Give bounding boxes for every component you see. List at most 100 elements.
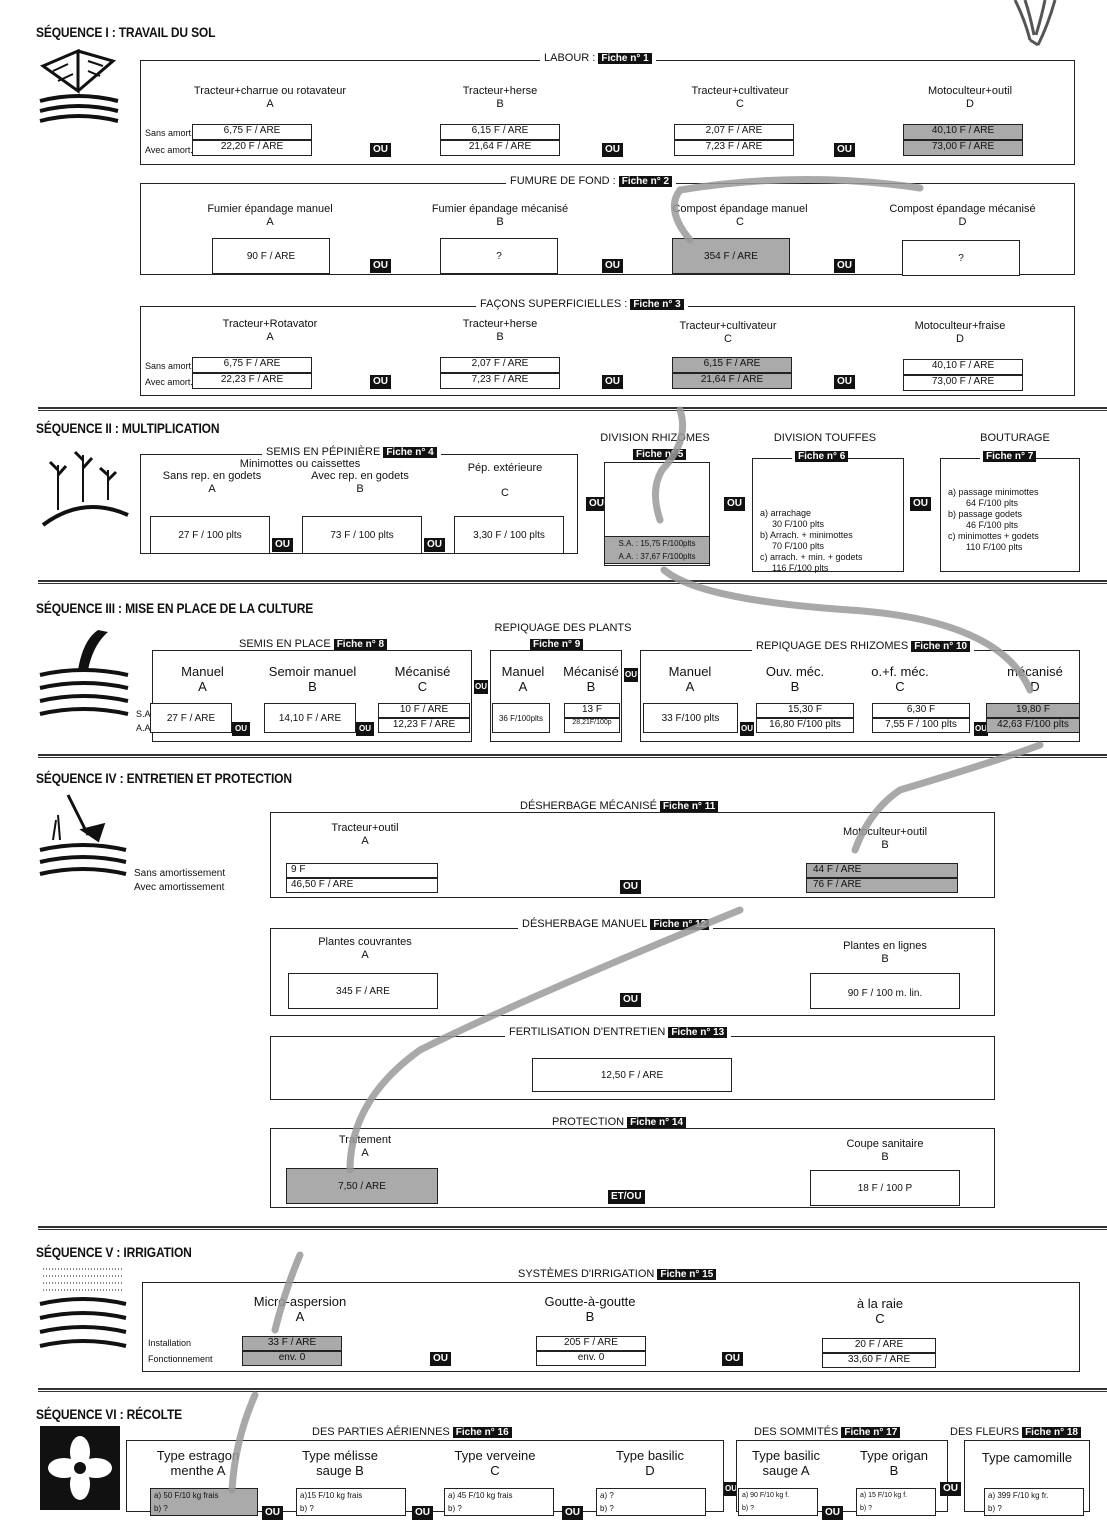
- facons-b-v2: 7,23 F / ARE: [440, 373, 560, 389]
- facons-d-v2: 73,00 F / ARE: [903, 375, 1023, 391]
- irrigation-c-v2: 33,60 F / ARE: [822, 1353, 936, 1368]
- ou-badge: OU: [620, 880, 641, 894]
- sa-label: S.A.: [136, 709, 154, 719]
- rhizomes-fiche: Fiche n° 5: [630, 448, 687, 460]
- fumure-c-value: 354 F / ARE: [672, 238, 790, 274]
- desherbage-mecanise-b-v2: 76 F / ARE: [806, 878, 958, 893]
- ou-badge: OU: [370, 143, 391, 157]
- semis-a-value: 27 F / 100 plts: [150, 516, 270, 554]
- ou-badge: OU: [232, 722, 250, 736]
- seq6-title: SÉQUENCE VI : RÉCOLTE: [36, 1406, 183, 1422]
- seedling-icon: [41, 450, 129, 527]
- facons-row2-label: Avec amort.: [145, 377, 193, 387]
- seq3-title: SÉQUENCE III : MISE EN PLACE DE LA CULTU…: [36, 600, 314, 616]
- repiquage-rhizomes-d-v1: 19,80 F: [986, 703, 1080, 718]
- seq1-title: SÉQUENCE I : TRAVAIL DU SOL: [36, 24, 216, 40]
- irrigation-a-v1: 33 F / ARE: [242, 1336, 342, 1351]
- hoe-icon: [39, 794, 127, 876]
- bouturage-title: BOUTURAGE: [980, 432, 1050, 444]
- ou-badge: OU: [412, 1506, 433, 1520]
- ou-badge: OU: [602, 375, 623, 389]
- planting-icon: [39, 630, 129, 716]
- repiquage-rhizomes-b-v2: 16,80 F/100 plts: [756, 718, 854, 733]
- semis-c-value: 3,30 F / 100 plts: [454, 516, 564, 554]
- ou-badge: OU: [356, 722, 374, 736]
- labour-b-v2: 21,64 F / ARE: [440, 140, 560, 156]
- desherbage-mecanise-b-v1: 44 F / ARE: [806, 863, 958, 878]
- labour-title: LABOUR :Fiche n° 1: [540, 52, 656, 64]
- water-icon: [39, 1268, 127, 1348]
- repiquage-plants-b-v1: 13 F: [564, 703, 620, 718]
- ou-badge: OU: [370, 375, 391, 389]
- desherbage-manuel-b-value: 90 F / 100 m. lin.: [810, 973, 960, 1009]
- minimottes-label: Minimottes ou caissettes: [239, 458, 361, 470]
- irrigation-c-v1: 20 F / ARE: [822, 1338, 936, 1353]
- ou-badge: OU: [602, 259, 623, 273]
- touffes-fiche: Fiche n° 6: [792, 450, 849, 462]
- repiquage-rhizomes-col-b: Ouv. méc.B: [765, 664, 825, 694]
- repiquage-rhizomes-b-v1: 15,30 F: [756, 703, 854, 718]
- fleurs-col: Type camomille: [981, 1450, 1073, 1465]
- ou-badge: OU: [724, 1482, 738, 1496]
- ou-badge: OU: [822, 1506, 843, 1520]
- seq4-title: SÉQUENCE IV : ENTRETIEN ET PROTECTION: [36, 770, 292, 786]
- labour-a-v2: 22,20 F / ARE: [192, 140, 312, 156]
- protection-b-value: 18 F / 100 P: [810, 1170, 960, 1206]
- labour-row1-label: Sans amort.: [145, 128, 194, 138]
- repiquage-plants-fiche: Fiche n° 9: [527, 638, 584, 650]
- semis-place-c-v2: 12,23 F / ARE: [378, 718, 470, 733]
- labour-d-v1: 40,10 F / ARE: [903, 124, 1023, 140]
- fumure-title: FUMURE DE FOND :Fiche n° 2: [506, 175, 677, 187]
- ou-badge: OU: [834, 375, 855, 389]
- labour-row2-label: Avec amort.: [145, 145, 193, 155]
- ou-badge: OU: [370, 259, 391, 273]
- som-a-values: a) 90 F/10 kg f.b) ?: [738, 1488, 818, 1516]
- semis-place-b-value: 14,10 F / ARE: [264, 703, 356, 733]
- ou-badge: OU: [624, 668, 638, 682]
- section-divider: [38, 1226, 1107, 1230]
- ou-badge: OU: [740, 722, 754, 736]
- fumure-a-value: 90 F / ARE: [212, 238, 330, 274]
- touffes-panel: [752, 458, 904, 572]
- ou-badge: OU: [430, 1352, 451, 1366]
- fleurs-values: a) 399 F/10 kg fr.b) ?: [984, 1488, 1084, 1516]
- facons-d-v1: 40,10 F / ARE: [903, 359, 1023, 375]
- section-divider: [38, 580, 1107, 584]
- desherbage-mecanise-a-v1: 9 F: [286, 863, 438, 878]
- ou-badge: OU: [620, 993, 641, 1007]
- aa-label: A.A.: [136, 723, 154, 733]
- labour-b-v1: 6,15 F / ARE: [440, 124, 560, 140]
- seq2-title: SÉQUENCE II : MULTIPLICATION: [36, 420, 220, 436]
- repiquage-plants-title: REPIQUAGE DES PLANTS: [494, 622, 632, 634]
- desherbage-row1-label: Sans amortissement: [134, 868, 226, 879]
